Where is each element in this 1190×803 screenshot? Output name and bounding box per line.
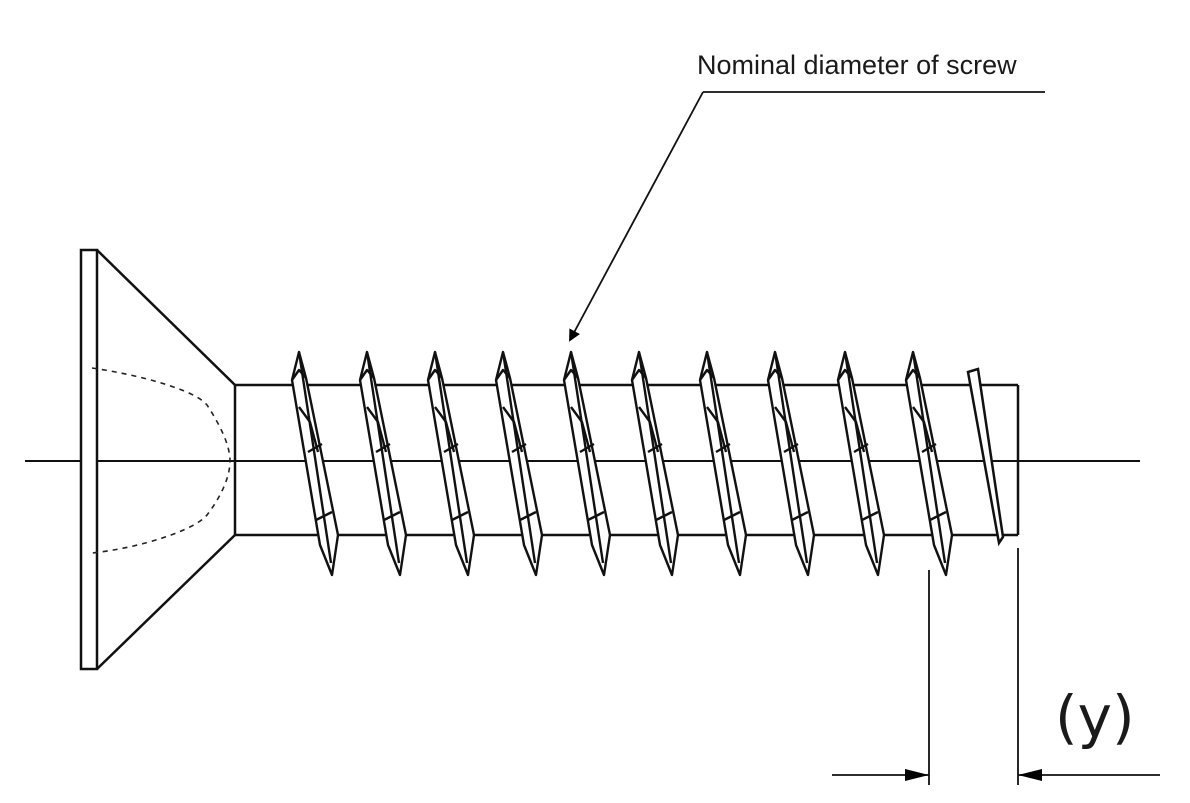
thread-ridge [494, 350, 544, 577]
callout-label-nominal-diameter: Nominal diameter of screw [697, 50, 1017, 80]
thread-ridge [426, 350, 476, 577]
dimension-label-y: (y) [1055, 683, 1135, 751]
screw-threads [290, 350, 954, 577]
thread-tail [966, 367, 1005, 547]
dimension-y [832, 548, 1160, 785]
thread-ridge [358, 350, 408, 577]
thread-ridge [766, 350, 816, 577]
callout-leader [569, 91, 1045, 342]
thread-ridge [698, 350, 748, 577]
screw-head [79, 248, 236, 671]
recess-hidden-line [91, 367, 231, 554]
thread-ridge [836, 350, 886, 577]
thread-ridge [290, 350, 340, 577]
thread-ridge [562, 350, 612, 577]
thread-ridge [630, 350, 680, 577]
thread-ridge [904, 350, 954, 577]
